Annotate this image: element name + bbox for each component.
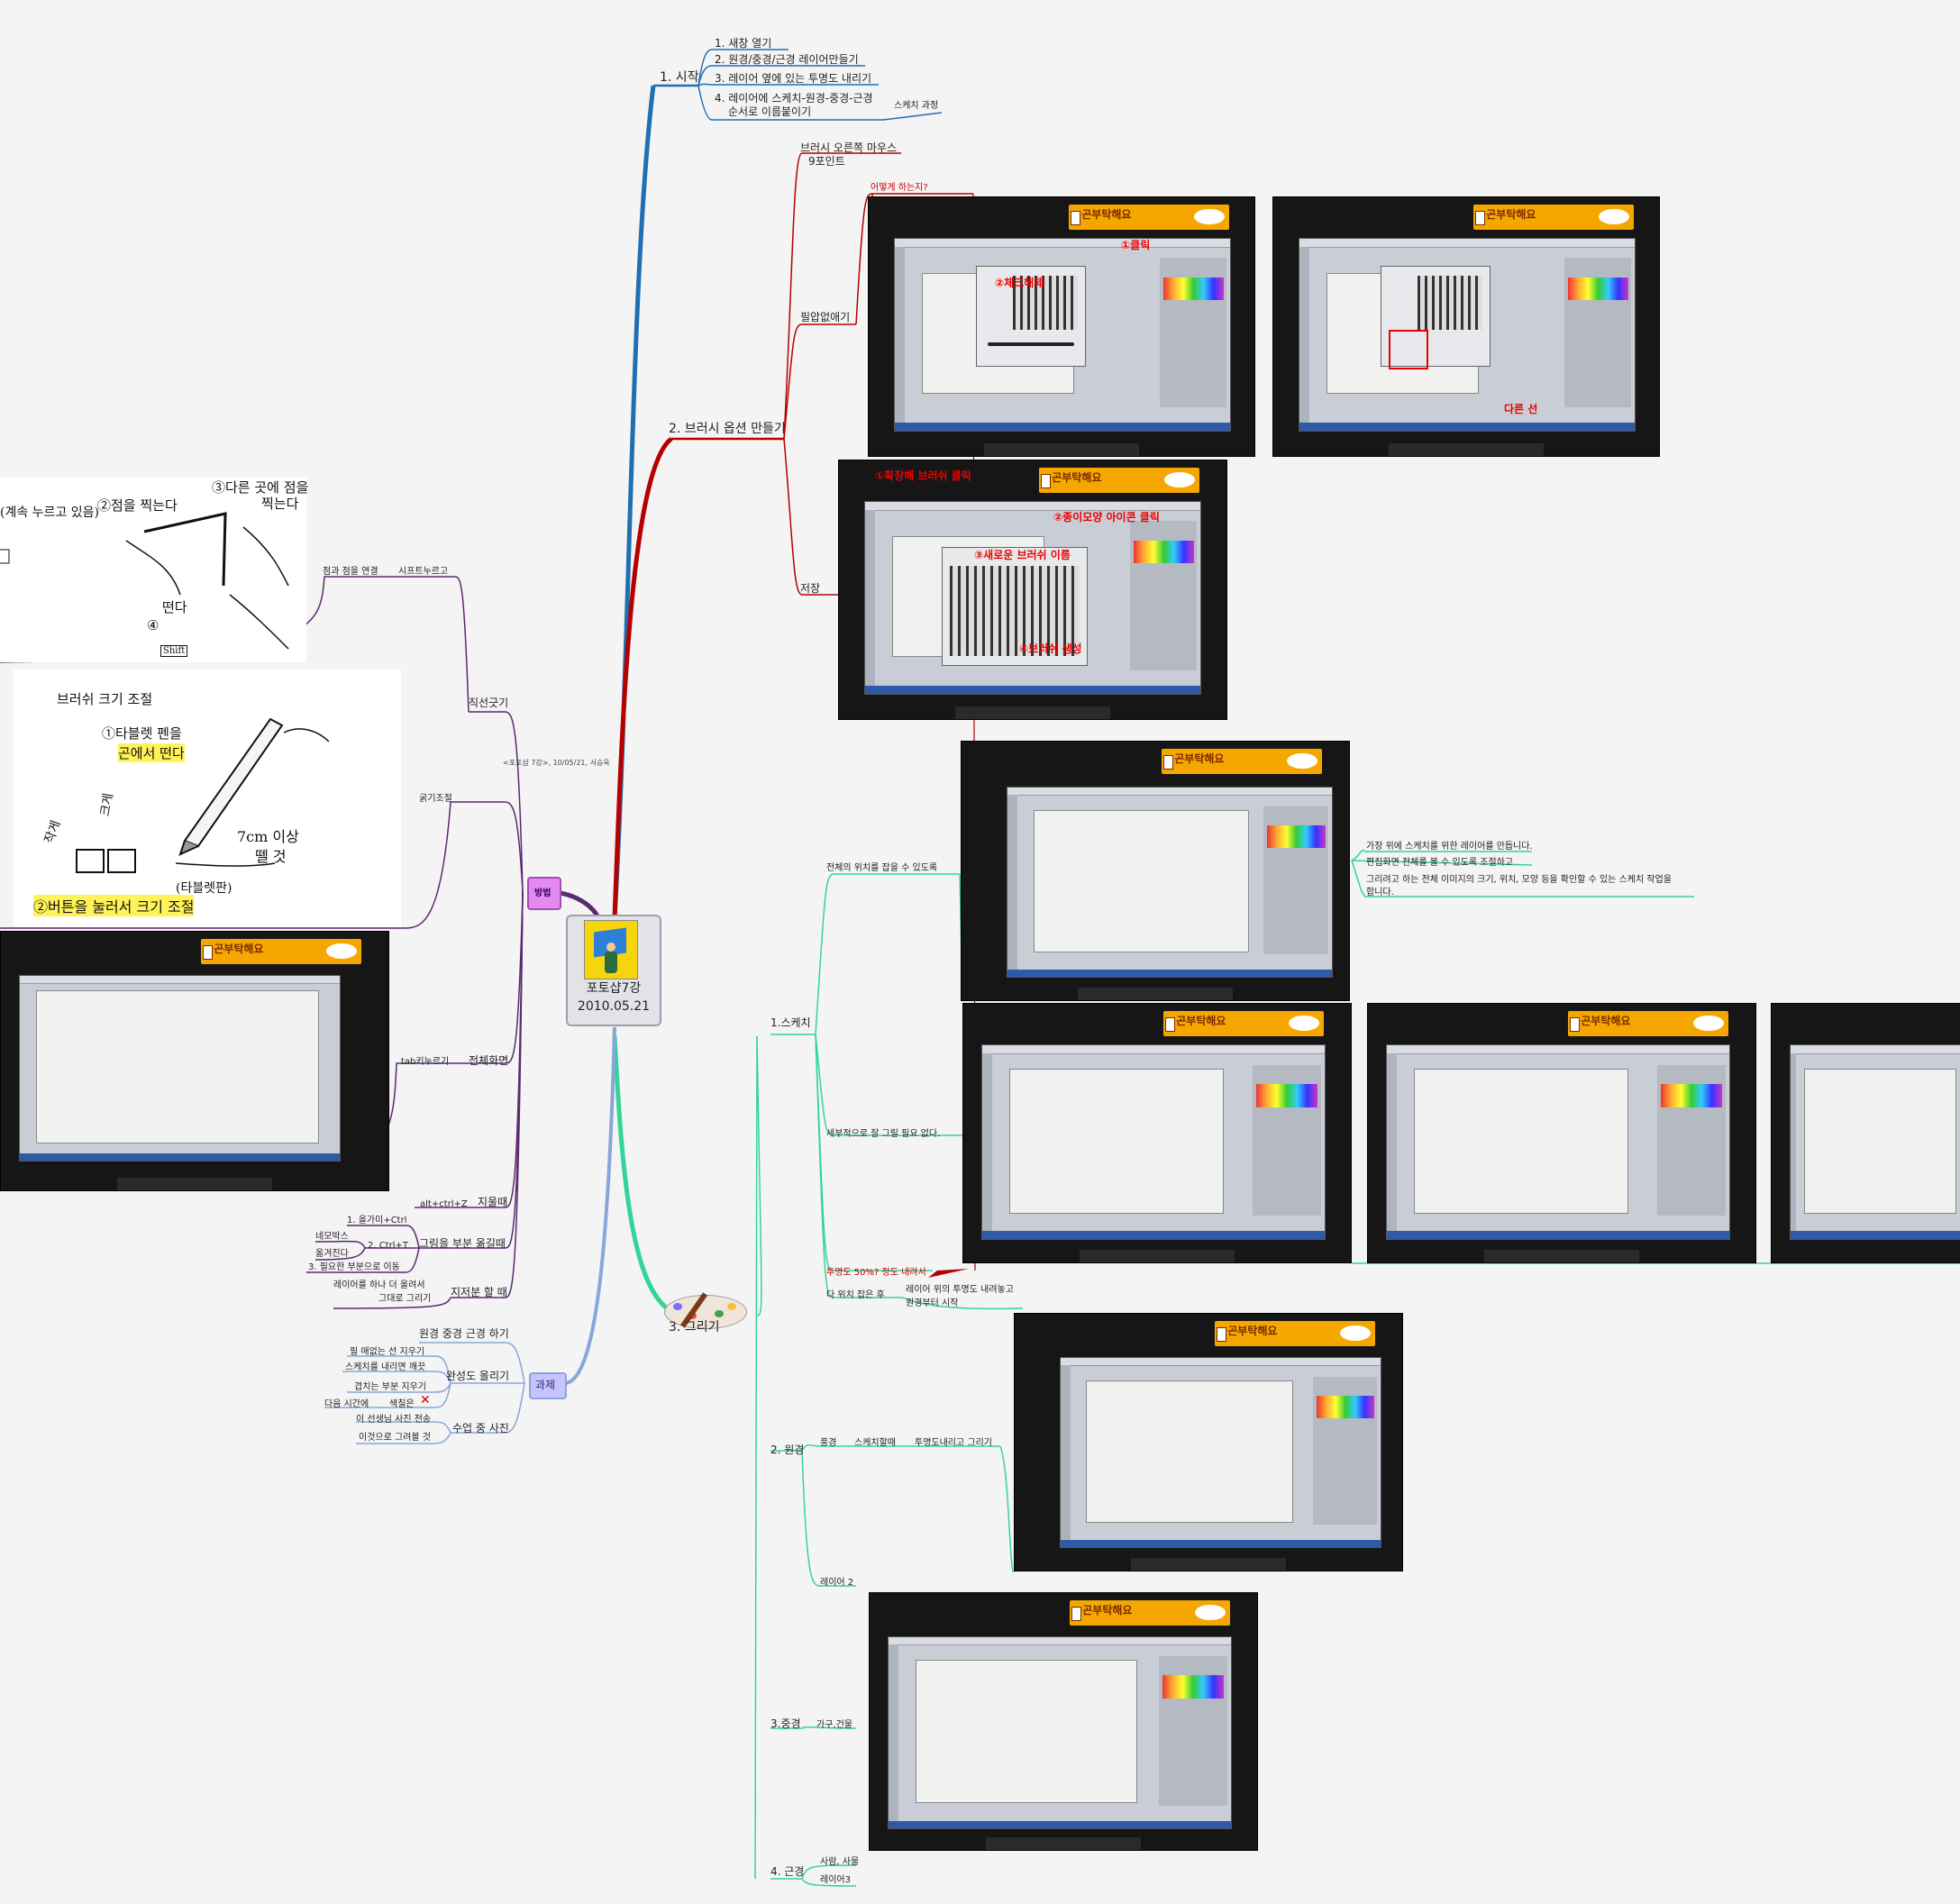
- red-mark-paper-icon: ②종이모양 아이콘 클릭: [1053, 511, 1160, 524]
- red-mark-new-name: ③새로운 브러쉬 이름: [974, 549, 1071, 561]
- mid-item-furniture[interactable]: 가구,건물: [816, 1720, 852, 1730]
- messy-item-draw[interactable]: 그대로 그리기: [378, 1294, 432, 1304]
- monitor-fullscreen: 곤부탁해요: [0, 931, 389, 1191]
- move-item-moved[interactable]: 옮겨진다: [315, 1249, 349, 1259]
- move-item-lasso[interactable]: 1. 올가미+Ctrl: [347, 1216, 407, 1225]
- draw-sketch[interactable]: 1.스케치: [770, 1016, 811, 1029]
- complete-item-color[interactable]: 색칠은: [389, 1399, 415, 1409]
- sketch-item-after[interactable]: 다 위치 잡은 후: [826, 1290, 885, 1300]
- start-item-4[interactable]: 4. 레이어에 스케치-원경-중경-근경: [715, 92, 873, 105]
- complete-item-erase-line[interactable]: 필 매없는 선 지우기: [350, 1347, 425, 1357]
- near-item-layer3[interactable]: 레이어3: [820, 1875, 851, 1885]
- brush-item-right-click[interactable]: 브러시 오른쪽 마우스: [800, 141, 897, 154]
- task-item-layers[interactable]: 원경 중경 근경 하기: [419, 1327, 509, 1340]
- sketch-item-opacity[interactable]: 투명도 50%? 정도 내려서: [826, 1268, 926, 1278]
- line-item-shift[interactable]: 시프트누르고: [398, 567, 449, 577]
- red-mark-click: ①클릭: [1121, 239, 1151, 251]
- far-item-scenery[interactable]: 풍경: [820, 1438, 837, 1448]
- red-mark-uncheck: ②체크해제: [995, 277, 1044, 289]
- far-item-when-sketch[interactable]: 스케치할때: [854, 1438, 896, 1448]
- complete-item-clean[interactable]: 스케치를 내리면 깨끗: [345, 1362, 426, 1372]
- task-item-photo[interactable]: 수업 중 사진: [452, 1422, 509, 1435]
- photo-item-send[interactable]: 이 선생님 사진 전송: [356, 1415, 432, 1425]
- brush-item-save[interactable]: 저장: [800, 582, 821, 595]
- start-item-2[interactable]: 2. 원경/중경/근경 레이어만들기: [715, 53, 859, 66]
- monitor-far: 곤부탁해요: [1014, 1313, 1403, 1571]
- far-item-opacity-draw[interactable]: 투명도내리고 그리기: [915, 1438, 992, 1448]
- start-item-3[interactable]: 3. 레이어 옆에 있는 투명도 내리기: [715, 72, 872, 85]
- draw-far[interactable]: 2. 원경: [770, 1444, 805, 1456]
- monitor-sketch-4: [1771, 1003, 1960, 1263]
- task-badge[interactable]: 과제: [529, 1372, 567, 1399]
- x-icon: ✕: [420, 1393, 431, 1408]
- brush-note[interactable]: 어떻게 하는지?: [871, 183, 928, 193]
- far-item-layer2[interactable]: 레이어 2: [820, 1578, 854, 1588]
- start-item-1[interactable]: 1. 새창 열기: [715, 37, 772, 50]
- red-mark-other-line: 다른 선: [1504, 403, 1538, 415]
- draw-near[interactable]: 4. 근경: [770, 1865, 805, 1878]
- central-image: [584, 920, 638, 979]
- method-move[interactable]: 그림을 부분 옮길때: [419, 1237, 506, 1250]
- branch-brush: [612, 436, 673, 920]
- monitor-sketch-3: 곤부탁해요: [1367, 1003, 1756, 1263]
- monitor-brush-1: 곤부탁해요 ①클릭 ②체크해제: [868, 196, 1255, 457]
- complete-item-overlap[interactable]: 겹치는 부분 지우기: [354, 1382, 426, 1392]
- red-mark-expand: ①확장해 브러쉬 클릭: [875, 469, 971, 482]
- move-item-ctrl-t[interactable]: 2. Ctrl+T: [368, 1241, 408, 1251]
- line-item-connect[interactable]: 점과 점을 연결: [323, 567, 378, 577]
- sketch-note-4[interactable]: 합니다.: [1366, 888, 1394, 897]
- method-erase[interactable]: 지울때: [478, 1196, 508, 1208]
- sketch-note-2[interactable]: 편집화면 전체를 볼 수 있도록 조절하고: [1366, 858, 1514, 868]
- sketch-note-1[interactable]: 가장 위에 스케치를 위한 레이어를 만듭니다.: [1366, 842, 1533, 852]
- photo-item-draw[interactable]: 이것으로 그려볼 것: [359, 1433, 431, 1443]
- monitor-brush-2: 곤부탁해요 다른 선: [1272, 196, 1660, 457]
- branch-task: [565, 1026, 616, 1385]
- note-sheet-shift-line: (계속 누르고 있음) ②점을 찍는다 ③다른 곳에 점을 찍는다 ④ 떤다 S…: [0, 478, 308, 662]
- full-item-tab[interactable]: tab키누르기: [401, 1057, 450, 1067]
- sketch-note-3[interactable]: 그리려고 하는 전체 이미지의 크기, 위치, 모양 등을 확인할 수 있는 스…: [1366, 875, 1672, 885]
- start-item-4b[interactable]: 순서로 이름붙이기: [728, 105, 812, 118]
- central-date: 2010.05.21: [577, 999, 651, 1014]
- draw-mid[interactable]: 3.중경: [770, 1717, 801, 1730]
- draw-title[interactable]: 3. 그리기: [669, 1320, 720, 1335]
- task-item-complete[interactable]: 완성도 올리기: [446, 1370, 510, 1382]
- method-messy[interactable]: 지저분 할 때: [451, 1286, 507, 1298]
- branch-draw: [612, 1035, 673, 1314]
- monitor-brush-3: 곤부탁해요 ①확장해 브러쉬 클릭 ②종이모양 아이콘 클릭 ③새로운 브러쉬 …: [838, 460, 1227, 720]
- after-note-1[interactable]: 레이어 위의 투명도 내려놓고: [906, 1285, 1014, 1295]
- move-item-drag[interactable]: 3. 필요한 부분으로 이동: [308, 1262, 400, 1272]
- complete-item-next[interactable]: 다음 시간에: [324, 1399, 369, 1409]
- monitor-mid: 곤부탁해요: [869, 1592, 1258, 1851]
- brush-item-pressure[interactable]: 필압없애기: [800, 311, 851, 323]
- sketch-item-position[interactable]: 전체의 위치를 잡을 수 있도록: [826, 863, 938, 873]
- method-size[interactable]: 굵기조절: [419, 794, 452, 804]
- draw-palette-icon: [664, 1290, 750, 1331]
- sketch-item-detail[interactable]: 세부적으로 잘 그릴 필요 없다.: [826, 1129, 941, 1139]
- monitor-sketch-1: 곤부탁해요: [961, 741, 1350, 1001]
- method-badge[interactable]: 방법: [527, 877, 561, 910]
- red-mark-create: ④브러쉬 생성: [1019, 642, 1082, 655]
- near-item-people[interactable]: 사람, 사물: [820, 1857, 860, 1867]
- brush-item-9pt[interactable]: 9포인트: [808, 155, 845, 168]
- monitor-sketch-2: 곤부탁해요: [962, 1003, 1352, 1263]
- central-title: 포토샵7강: [586, 981, 642, 996]
- method-reference: <포토샵 7강>, 10/05/21, 서승욱: [503, 759, 610, 767]
- erase-item-key[interactable]: alt+ctrl+Z: [420, 1199, 468, 1209]
- brush-title[interactable]: 2. 브러시 옵션 만들기: [669, 422, 786, 436]
- method-full[interactable]: 전체화면: [469, 1054, 509, 1067]
- start-title[interactable]: 1. 시작: [660, 70, 699, 85]
- start-sub-note[interactable]: 스케치 과정: [894, 101, 939, 111]
- monitor-banner: 곤부탁해요: [1069, 205, 1229, 230]
- messy-item-layer[interactable]: 레이어를 하나 더 올려서: [333, 1280, 425, 1290]
- central-node[interactable]: 포토샵7강 2010.05.21: [566, 915, 661, 1026]
- note-sheet-brush-size: 브러쉬 크기 조절 ①타블렛 펜을 곤에서 떤다 작게 크게 7cm 이상 뗄 …: [14, 670, 401, 926]
- method-line[interactable]: 직선긋기: [469, 697, 509, 709]
- after-note-2[interactable]: 원경부터 시작: [906, 1298, 959, 1308]
- move-item-box[interactable]: 네모박스: [315, 1232, 349, 1242]
